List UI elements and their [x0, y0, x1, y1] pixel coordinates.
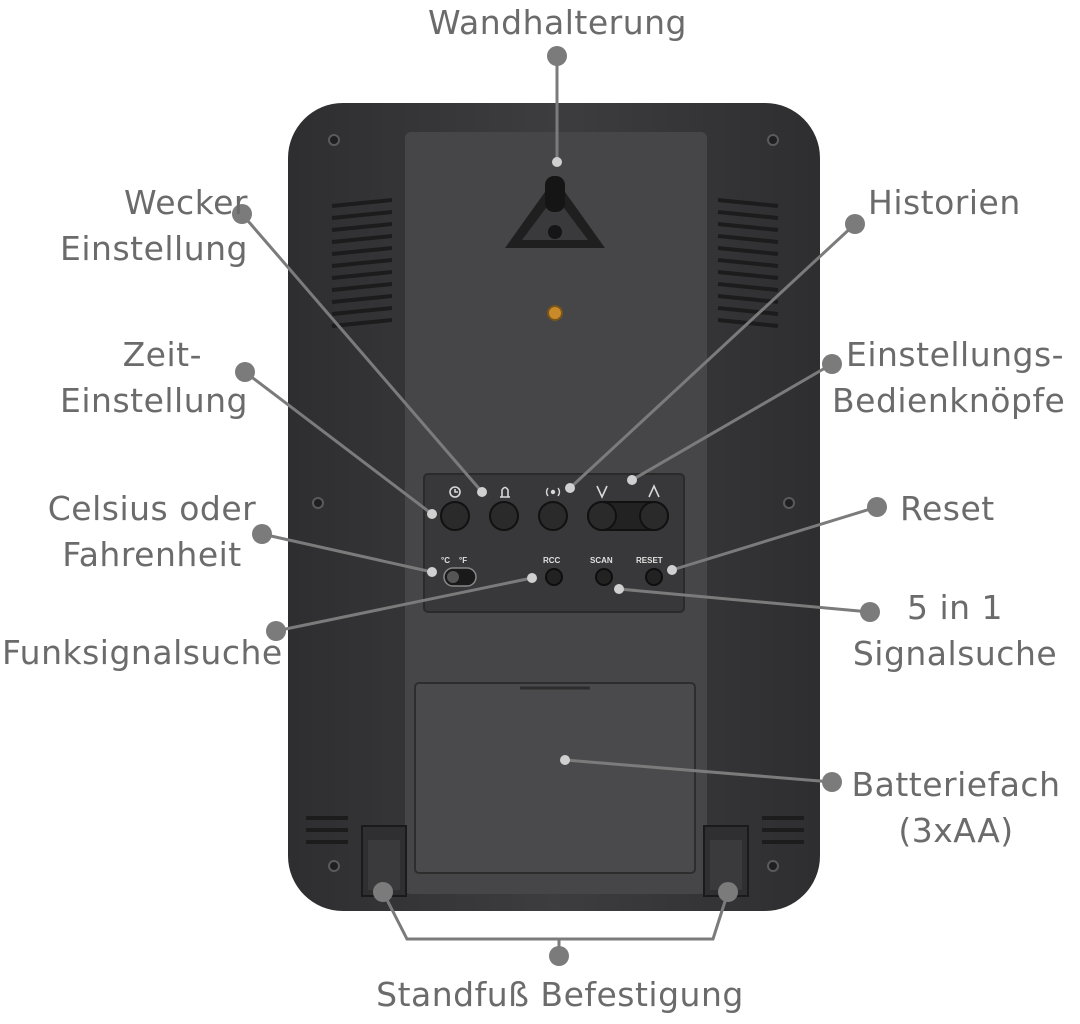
battery-cover — [414, 682, 696, 874]
label-setting-buttons: Einstellungs- Bedienknöpfe — [832, 335, 1066, 420]
screws — [312, 134, 795, 872]
scan-button[interactable] — [595, 568, 613, 586]
reset-button[interactable] — [645, 568, 663, 586]
unit-switch-knob — [447, 571, 459, 583]
leader-battery — [564, 758, 833, 784]
reset-label: RESET — [636, 556, 663, 565]
switch-label-celsius: °C — [441, 556, 450, 565]
rcc-button[interactable] — [545, 568, 563, 586]
radio-wave-icon — [545, 487, 561, 497]
rcc-label: RCC — [543, 556, 561, 565]
leader-alarm — [240, 213, 484, 493]
label-time-setting: Zeit- Einstellung — [60, 335, 248, 420]
leader-time — [244, 370, 433, 516]
label-alarm-setting: Wecker Einstellung — [60, 183, 248, 268]
leader-setting-buttons — [631, 362, 833, 482]
vent-right — [717, 198, 779, 328]
control-buttons — [440, 501, 669, 531]
up-arrow-icon — [648, 484, 660, 498]
stand-foot-left — [361, 825, 407, 897]
leader-dots — [232, 46, 887, 966]
clock-icon — [449, 486, 461, 498]
vent-left — [331, 198, 393, 328]
scan-label: SCAN — [590, 556, 613, 565]
alarm-button[interactable] — [489, 501, 519, 531]
bell-icon — [500, 486, 510, 498]
label-5in1-signal-search: 5 in 1 Signalsuche — [852, 588, 1058, 673]
wall-mount-hook — [505, 176, 605, 248]
leader-5in1 — [618, 587, 871, 614]
down-button[interactable] — [587, 501, 617, 531]
label-radio-signal-search: Funksignalsuche — [2, 633, 283, 672]
history-button[interactable] — [538, 501, 568, 531]
label-reset: Reset — [900, 489, 995, 528]
time-button[interactable] — [440, 501, 470, 531]
label-history: Historien — [868, 183, 1021, 222]
label-wall-mount: Wandhalterung — [428, 3, 687, 42]
leader-radio-signal — [275, 576, 533, 633]
label-stand-mount: Standfuß Befestigung — [376, 975, 744, 1014]
leader-reset — [671, 505, 878, 572]
up-button[interactable] — [639, 501, 669, 531]
leader-celsius — [261, 532, 433, 574]
leader-lines — [240, 56, 878, 956]
label-celsius-fahrenheit: Celsius oder Fahrenheit — [47, 489, 257, 574]
leader-history — [568, 222, 857, 490]
down-arrow-icon — [596, 485, 608, 499]
label-battery: Batteriefach (3xAA) — [851, 765, 1061, 850]
switch-label-fahrenheit: °F — [459, 556, 467, 565]
vent-lower-left — [306, 816, 348, 844]
center-screw — [547, 305, 563, 321]
vent-lower-right — [762, 816, 804, 844]
